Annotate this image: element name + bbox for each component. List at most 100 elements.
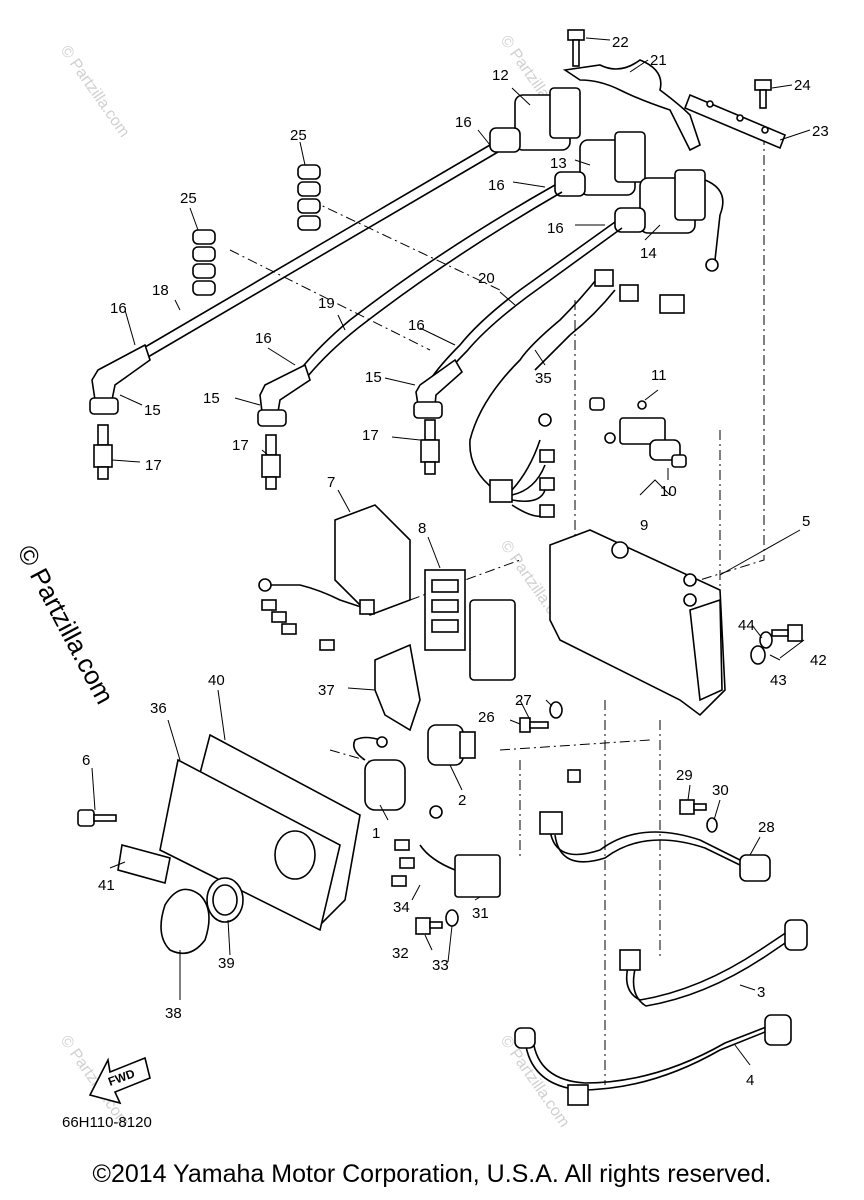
faint-watermarks: © Partzilla.com © Partzilla.com © Partzi… (57, 33, 573, 1131)
leader-lines (91, 37, 811, 1066)
callout-25-lower: 25 (180, 190, 197, 207)
washer-30 (706, 817, 718, 833)
callout-5: 5 (802, 513, 810, 530)
callout-17-right: 17 (362, 427, 379, 444)
callout-25-upper: 25 (290, 127, 307, 144)
callout-15-mid: 15 (203, 390, 220, 407)
callout-4: 4 (746, 1072, 754, 1089)
callout-6: 6 (82, 752, 90, 769)
callout-17-mid: 17 (232, 437, 249, 454)
bolt-24 (754, 79, 772, 109)
callouts: 1 2 3 4 5 6 7 8 9 10 11 12 13 14 15 15 1… (82, 34, 829, 1089)
callout-14: 14 (640, 245, 657, 262)
bolt-22 (567, 29, 585, 67)
callout-24: 24 (794, 77, 811, 94)
washer-27 (549, 701, 563, 719)
callout-42: 42 (810, 652, 827, 669)
callout-36: 36 (150, 700, 167, 717)
cdi-unit-7 (258, 504, 411, 651)
bolt-42 (771, 624, 803, 642)
callout-35: 35 (535, 370, 552, 387)
plug-cap-left (89, 343, 151, 415)
callout-32: 32 (392, 945, 409, 962)
bracket-37 (374, 643, 421, 732)
watermark-faint: © Partzilla.com (57, 43, 133, 141)
plug-cap-right (413, 358, 464, 419)
callout-16-a: 16 (455, 114, 472, 131)
starter-relay-1 (352, 736, 406, 811)
callout-37: 37 (318, 682, 335, 699)
callout-20: 20 (478, 270, 495, 287)
callout-19: 19 (318, 295, 335, 312)
callout-8: 8 (418, 520, 426, 537)
callout-38: 38 (165, 1005, 182, 1022)
bolt-6 (77, 809, 117, 827)
ignition-coil-14 (614, 169, 724, 272)
callout-21: 21 (650, 52, 667, 69)
callout-3: 3 (757, 984, 765, 1001)
callout-15-right: 15 (365, 369, 382, 386)
callout-2: 2 (458, 792, 466, 809)
clamp-25-lower (192, 229, 216, 296)
relay-2 (427, 724, 476, 766)
spark-plug-leads (139, 144, 623, 387)
bolt-32 (415, 917, 443, 935)
spark-plug-mid (261, 434, 281, 490)
washer-44 (759, 631, 773, 649)
callout-1: 1 (372, 825, 380, 842)
washer-33 (445, 909, 459, 927)
callout-17-left: 17 (145, 457, 162, 474)
callout-16-e: 16 (255, 330, 272, 347)
callout-34: 34 (393, 899, 410, 916)
callout-11: 11 (651, 367, 667, 384)
callout-26: 26 (478, 709, 495, 726)
clamp-25-upper (297, 164, 321, 231)
callout-41: 41 (98, 877, 115, 894)
callout-12: 12 (492, 67, 509, 84)
callout-13: 13 (550, 155, 567, 172)
callout-15-left: 15 (144, 402, 161, 419)
ignition-coil-12 (489, 87, 581, 153)
module-31 (391, 805, 501, 898)
callout-16-d: 16 (110, 300, 127, 317)
coil-bracket-21 (562, 59, 701, 152)
callout-16-b: 16 (488, 177, 505, 194)
label-41 (117, 843, 171, 885)
callout-22: 22 (612, 34, 629, 51)
lead-3 (619, 919, 808, 1007)
callout-44: 44 (738, 617, 755, 634)
spark-plug-right (420, 419, 440, 475)
sensor-9 (589, 397, 687, 468)
callout-16-c: 16 (547, 220, 564, 237)
callout-27: 27 (515, 692, 532, 709)
sensor-28 (539, 769, 771, 882)
callout-39: 39 (218, 955, 235, 972)
gasket-36 (159, 758, 341, 932)
electric-bracket-5 (549, 529, 726, 717)
washer-43 (750, 645, 766, 665)
plug-cap-mid (257, 363, 311, 427)
plate-23 (683, 93, 787, 150)
lead-4 (514, 1014, 792, 1106)
callout-9: 9 (640, 517, 648, 534)
diagram-code: 66H110-8120 (62, 1114, 152, 1131)
assembly-lines (229, 135, 765, 1085)
callout-28: 28 (758, 819, 775, 836)
bolt-26 (519, 717, 549, 733)
wire-harness-35 (469, 269, 685, 518)
callout-23: 23 (812, 123, 829, 140)
rectifier-8 (424, 569, 516, 681)
callout-16-f: 16 (408, 317, 425, 334)
callout-33: 33 (432, 957, 449, 974)
fwd-arrow: FWD (88, 1056, 151, 1105)
callout-7: 7 (327, 474, 335, 491)
callout-29: 29 (676, 767, 693, 784)
callout-43: 43 (770, 672, 787, 689)
cap-38 (160, 888, 210, 955)
callout-31: 31 (472, 905, 489, 922)
ignition-coil-13 (554, 131, 646, 197)
callout-40: 40 (208, 672, 225, 689)
copyright-notice: ©2014 Yamaha Motor Corporation, U.S.A. A… (92, 1160, 772, 1188)
bolt-29 (679, 799, 707, 815)
